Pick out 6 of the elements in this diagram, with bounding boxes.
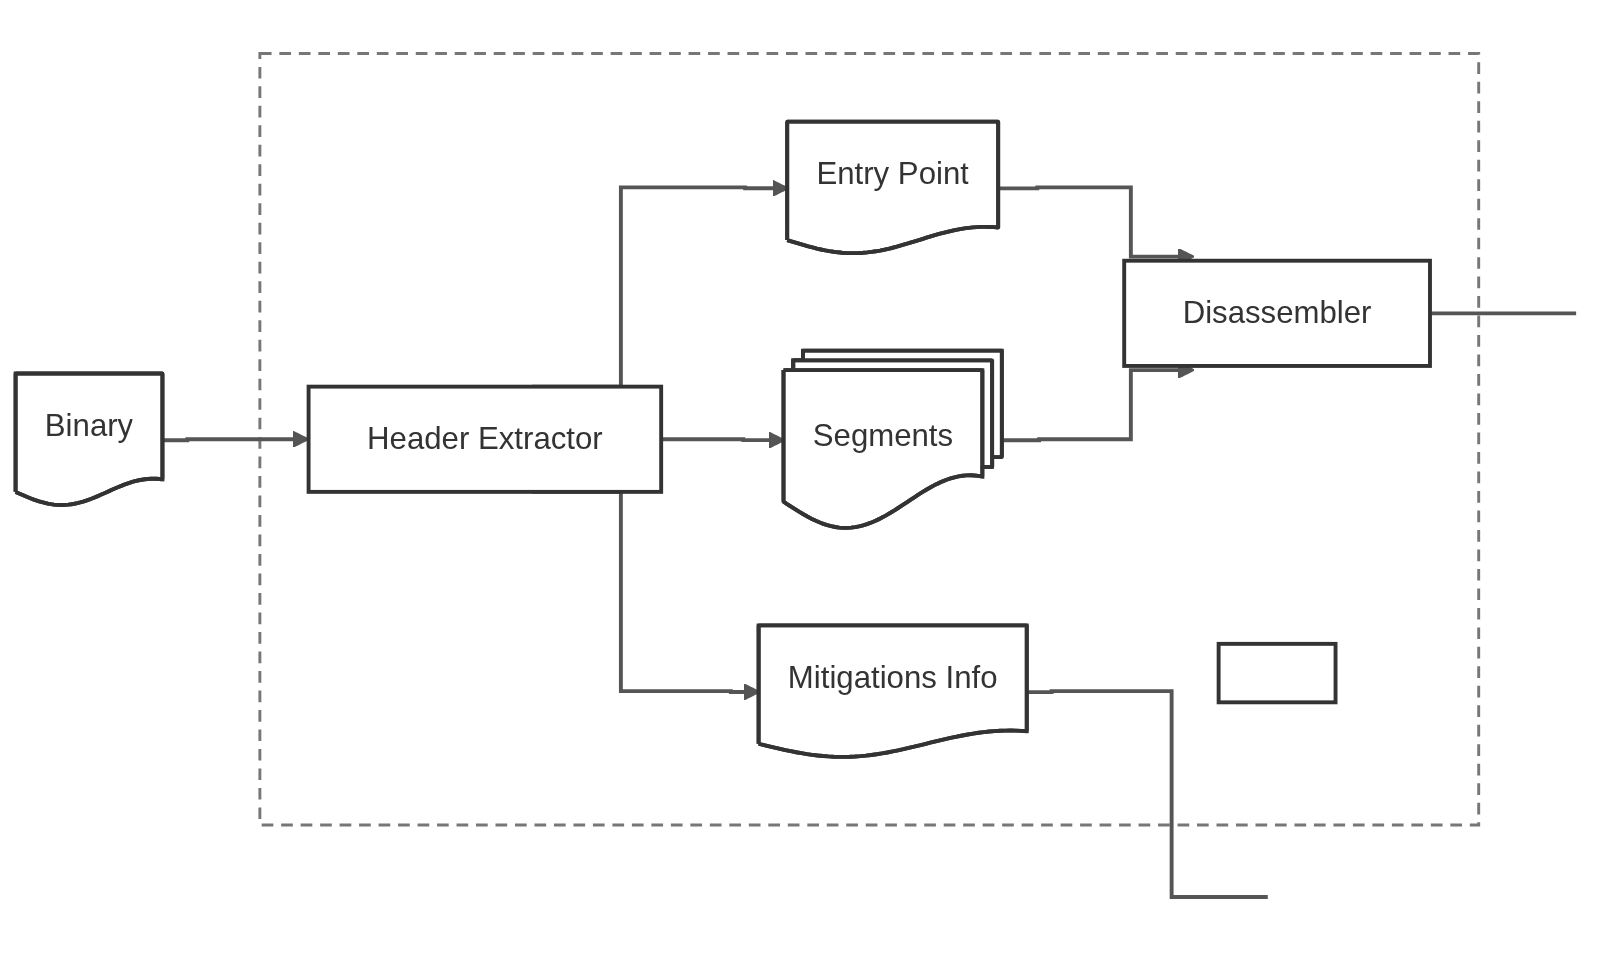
node-box: Header Extractor — [306, 384, 664, 494]
connector — [1430, 311, 1577, 316]
connector — [1027, 689, 1268, 899]
node-box — [1216, 641, 1338, 705]
node-box: Disassembler — [1122, 258, 1432, 368]
cluster — [258, 52, 1481, 827]
